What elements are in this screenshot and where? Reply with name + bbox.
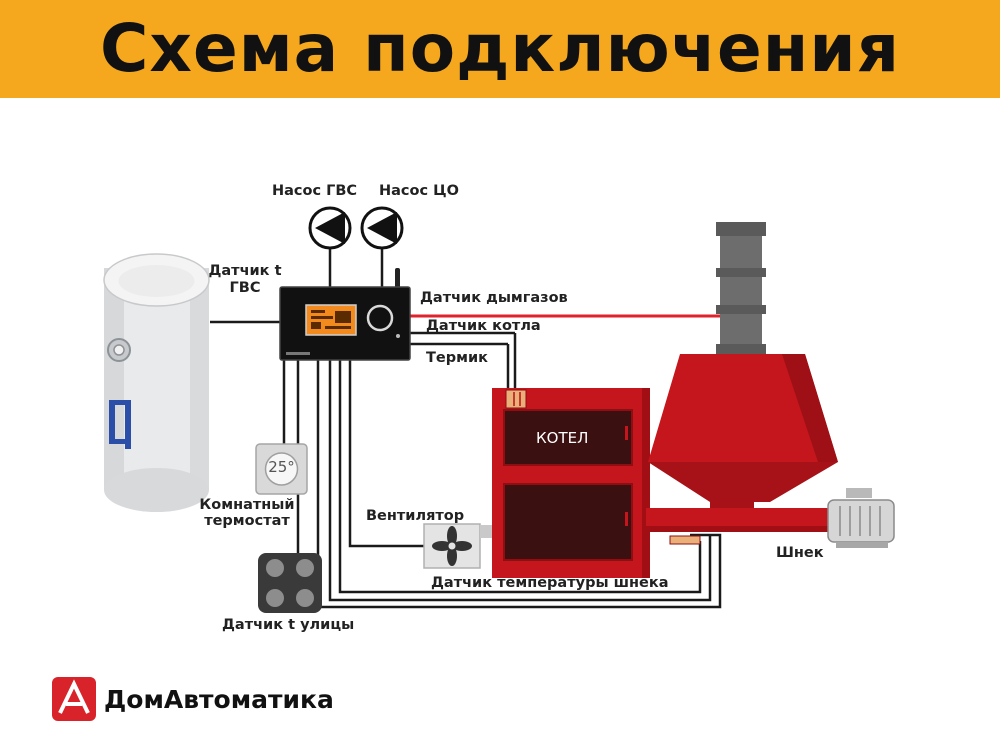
label-boiler: КОТЕЛ (536, 429, 589, 447)
label-outdoor-sensor: Датчик t улицы (222, 617, 355, 633)
thermostat-value: 25° (268, 458, 295, 476)
header-bar (0, 0, 1000, 98)
brand-logo-icon (52, 677, 96, 721)
page-title: Схема подключения (99, 10, 901, 87)
auger-motor-icon (827, 488, 895, 548)
pump-co-icon (360, 206, 404, 250)
pellet-hopper (648, 354, 838, 510)
pump-dhw-icon (308, 206, 352, 250)
label-auger-sensor: Датчик температуры шнека (431, 575, 669, 591)
label-thermal: Термик (426, 350, 488, 366)
room-thermostat-icon (255, 443, 308, 495)
label-sensor-dhw: Датчик t ГВС (208, 263, 282, 296)
chimney (716, 222, 766, 354)
label-pump-dhw: Насос ГВС (272, 183, 358, 199)
water-heater-tank (103, 253, 210, 512)
label-sensor-flue: Датчик дымгазов (420, 290, 568, 306)
label-pump-co: Насос ЦО (379, 183, 459, 199)
label-room-thermostat: Комнатный термостат (199, 497, 295, 529)
label-sensor-boiler: Датчик котла (426, 318, 541, 334)
label-fan: Вентилятор (366, 508, 465, 524)
wiring (210, 246, 722, 609)
outdoor-sensor-icon (258, 553, 322, 613)
fan-icon (423, 523, 494, 569)
auger-tube (646, 508, 832, 545)
label-auger: Шнек (776, 545, 824, 561)
boiler-body (492, 388, 650, 578)
controller-unit (279, 268, 411, 361)
brand-name: ДомАвтоматика (104, 685, 334, 714)
